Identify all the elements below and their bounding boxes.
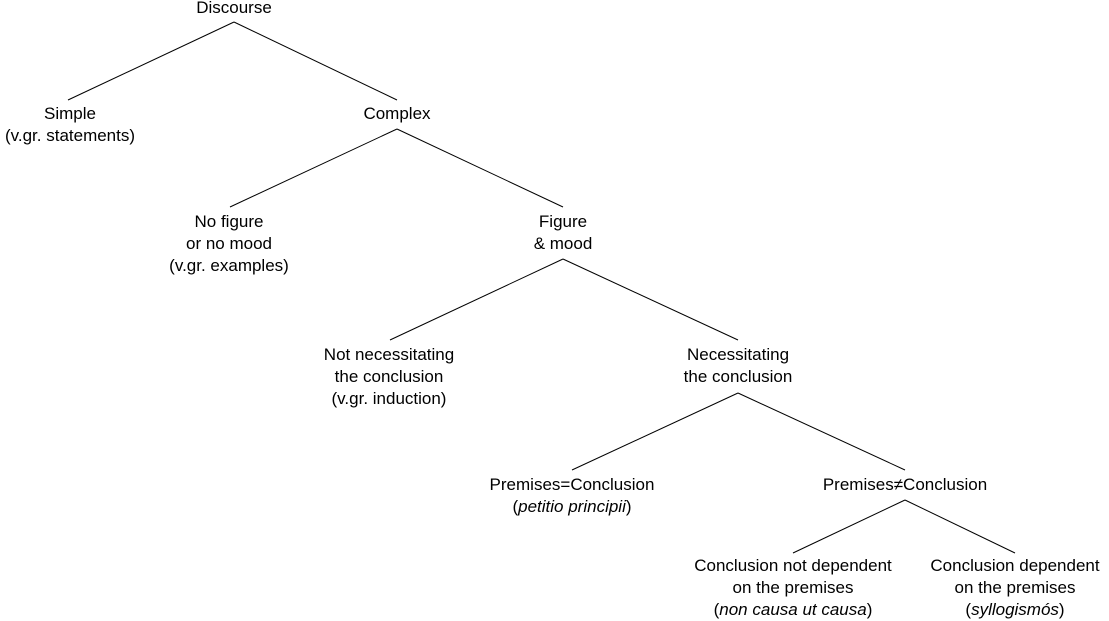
node-no-figure-line-1: No figure [194,212,264,231]
edge-complex-nofigure [229,128,398,208]
petitio-principii-text: petitio principii [518,497,626,516]
node-dependent-line-3: (syllogismós) [930,599,1099,621]
node-discourse: Discourse [196,0,272,19]
node-dependent: Conclusion dependent on the premises (sy… [930,555,1099,621]
conclusion-text: Conclusion [903,475,988,494]
node-not-necessitating-line-1: Not necessitating [323,345,455,364]
paren-close: ) [866,600,873,619]
not-equal-symbol: ≠ [893,475,904,494]
edge-discourse-complex [233,21,398,101]
node-not-necessitating-line-3: (v.gr. induction) [331,389,447,408]
node-not-dependent-line-1: Conclusion not dependent [694,556,892,575]
edge-discourse-simple [67,21,235,101]
edge-notequal-dependent [904,499,1016,554]
node-no-figure-line-2: or no mood [185,234,272,253]
edge-figure-necessitating [562,258,739,341]
node-necessitating-line-2: the conclusion [683,367,793,386]
edge-necessitating-notequal [737,392,906,471]
node-complex-line-1: Complex [363,104,431,123]
node-no-figure: No figure or no mood (v.gr. examples) [169,211,289,277]
non-causa-text: non causa ut causa [719,600,867,619]
node-discourse-line-1: Discourse [196,0,272,17]
node-figure-mood: Figure & mood [534,211,593,255]
paren-open: ( [512,497,519,516]
node-simple-line-2: (v.gr. statements) [4,126,136,145]
node-premises-equal-line-1: Premises=Conclusion [489,475,655,494]
node-not-necessitating-line-2: the conclusion [334,367,444,386]
node-dependent-line-2: on the premises [954,578,1076,597]
node-premises-equal: Premises=Conclusion (petitio principii) [490,474,655,518]
syllogismos-text: syllogismós [971,600,1059,619]
node-premises-not-equal-line-1: Premises≠Conclusion [823,474,987,496]
node-necessitating: Necessitating the conclusion [684,344,793,388]
node-complex: Complex [363,103,430,125]
node-not-dependent-line-2: on the premises [732,578,854,597]
paren-open: ( [713,600,720,619]
node-premises-not-equal: Premises≠Conclusion [823,474,987,496]
node-simple-line-1: Simple [44,104,96,123]
paren-close: ) [625,497,632,516]
edge-figure-notnecessitating [389,258,564,341]
node-dependent-line-1: Conclusion dependent [930,556,1100,575]
node-not-dependent-line-3: (non causa ut causa) [694,599,892,621]
node-no-figure-line-3: (v.gr. examples) [169,256,289,275]
node-necessitating-line-1: Necessitating [686,345,790,364]
premises-text: Premises [822,475,894,494]
node-simple: Simple (v.gr. statements) [5,103,135,147]
node-not-necessitating: Not necessitating the conclusion (v.gr. … [324,344,454,410]
paren-open: ( [965,600,972,619]
edge-complex-figure [396,128,564,208]
node-premises-equal-line-2: (petitio principii) [490,496,655,518]
paren-close: ) [1058,600,1065,619]
edge-notequal-notdependent [792,499,906,554]
edge-necessitating-equal [571,392,739,471]
node-not-dependent: Conclusion not dependent on the premises… [694,555,892,621]
node-figure-mood-line-1: Figure [538,212,588,231]
node-figure-mood-line-2: & mood [533,234,593,253]
